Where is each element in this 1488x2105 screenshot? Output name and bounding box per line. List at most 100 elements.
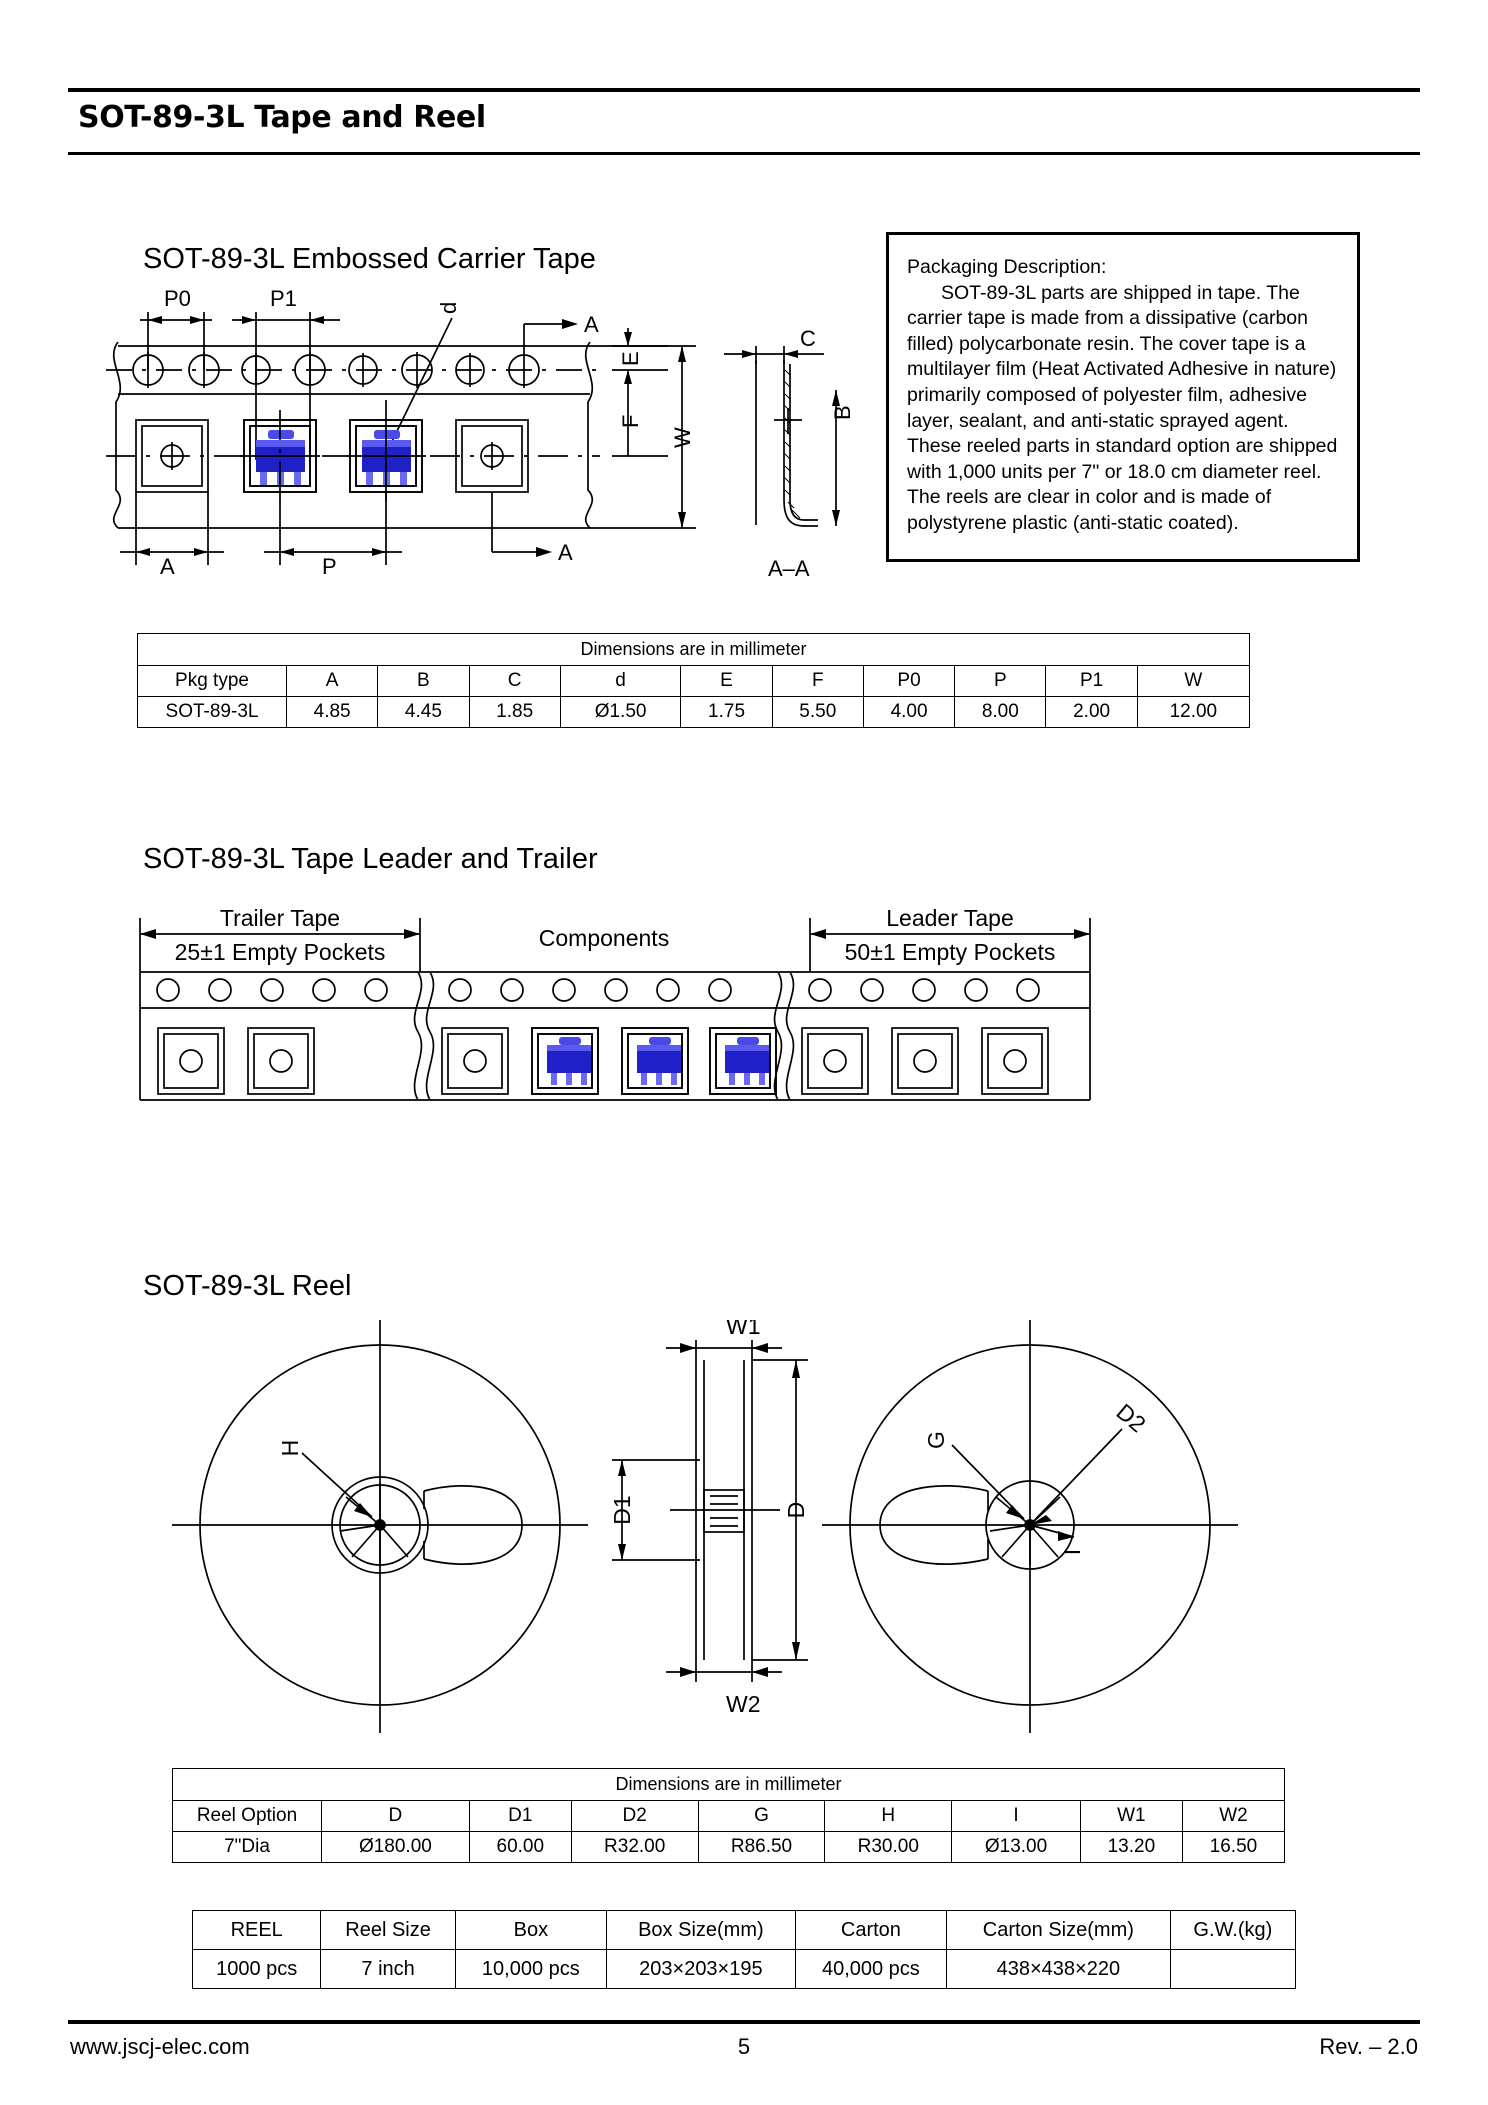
cell: 7 inch bbox=[320, 1949, 456, 1989]
tape-leader-trailer-drawing: Trailer Tape 25±1 Empty Pockets Componen… bbox=[130, 900, 1230, 1150]
label-w1: W1 bbox=[726, 1320, 761, 1339]
label-a-top: A bbox=[584, 312, 599, 337]
label-leader-pockets: 50±1 Empty Pockets bbox=[845, 939, 1056, 965]
col-header: I bbox=[951, 1800, 1081, 1832]
col-header: C bbox=[468, 665, 561, 697]
table-row: SOT-89-3L 4.85 4.45 1.85 Ø1.50 1.75 5.50… bbox=[137, 696, 1251, 728]
cell: 8.00 bbox=[954, 696, 1047, 728]
cell: 4.85 bbox=[285, 696, 379, 728]
col-header: P0 bbox=[862, 665, 956, 697]
label-p: P bbox=[322, 554, 337, 579]
table-title-row: Dimensions are in millimeter bbox=[172, 1768, 1285, 1801]
col-header: Carton Size(mm) bbox=[945, 1910, 1171, 1950]
label-f: F bbox=[618, 415, 643, 428]
cell: 1.85 bbox=[468, 696, 561, 728]
col-header: D bbox=[321, 1800, 470, 1832]
col-header: A bbox=[285, 665, 379, 697]
cell: 203×203×195 bbox=[605, 1949, 796, 1989]
cell: 2.00 bbox=[1045, 696, 1138, 728]
cell: 438×438×220 bbox=[945, 1949, 1171, 1989]
section-heading-carrier-tape: SOT-89-3L Embossed Carrier Tape bbox=[143, 243, 596, 275]
table-row: 1000 pcs 7 inch 10,000 pcs 203×203×195 4… bbox=[191, 1949, 1297, 1989]
table-header-row: Reel Option D D1 D2 G H I W1 W2 bbox=[172, 1800, 1286, 1832]
section-heading-leader-trailer: SOT-89-3L Tape Leader and Trailer bbox=[143, 843, 598, 875]
footer-revision: Rev. – 2.0 bbox=[1319, 2034, 1418, 2059]
cell: 40,000 pcs bbox=[794, 1949, 947, 1989]
section-heading-reel: SOT-89-3L Reel bbox=[143, 1270, 352, 1302]
label-trailer-pockets: 25±1 Empty Pockets bbox=[175, 939, 386, 965]
reel-drawing: W1 W2 D1 D H G D2 I bbox=[150, 1320, 1270, 1740]
label-d2: D2 bbox=[1112, 1398, 1151, 1437]
table-title: Dimensions are in millimeter bbox=[137, 633, 1250, 666]
cell: 16.50 bbox=[1181, 1831, 1286, 1863]
cell: 10,000 pcs bbox=[454, 1949, 607, 1989]
cell: 4.45 bbox=[377, 696, 470, 728]
table-title-row: Dimensions are in millimeter bbox=[137, 633, 1250, 666]
col-header: G bbox=[697, 1800, 826, 1832]
cell: R30.00 bbox=[824, 1831, 953, 1863]
cell: 13.20 bbox=[1079, 1831, 1183, 1863]
label-d: D bbox=[783, 1502, 809, 1519]
label-p0: P0 bbox=[164, 290, 191, 311]
cell: 1000 pcs bbox=[191, 1949, 322, 1989]
col-header: B bbox=[377, 665, 470, 697]
col-header: W2 bbox=[1181, 1800, 1286, 1832]
packaging-description-body: SOT-89-3L parts are shipped in tape. The… bbox=[907, 281, 1338, 534]
label-d1: D1 bbox=[609, 1495, 635, 1524]
cell: 60.00 bbox=[468, 1831, 572, 1863]
cell: 7"Dia bbox=[172, 1831, 322, 1863]
footer-rule bbox=[68, 2020, 1420, 2024]
header-rule-top bbox=[68, 88, 1420, 92]
col-header: D1 bbox=[468, 1800, 572, 1832]
label-h: H bbox=[277, 1440, 303, 1457]
label-b: B bbox=[830, 405, 855, 420]
cell: 1.75 bbox=[680, 696, 773, 728]
col-header: E bbox=[680, 665, 773, 697]
header-rule-bottom bbox=[68, 152, 1420, 155]
label-p1: P1 bbox=[270, 290, 297, 311]
col-header: D2 bbox=[570, 1800, 699, 1832]
cell: 4.00 bbox=[862, 696, 956, 728]
cell: Ø180.00 bbox=[321, 1831, 470, 1863]
table-header-row: REEL Reel Size Box Box Size(mm) Carton C… bbox=[191, 1910, 1297, 1950]
label-trailer-tape: Trailer Tape bbox=[220, 905, 340, 931]
col-header: d bbox=[559, 665, 682, 697]
col-header: Reel Size bbox=[320, 1910, 456, 1950]
label-a-left: A bbox=[160, 554, 175, 579]
footer-website[interactable]: www.jscj-elec.com bbox=[70, 2034, 250, 2059]
footer-page-number: 5 bbox=[737, 2034, 751, 2059]
label-a-bottom: A bbox=[558, 540, 573, 565]
page-title: SOT-89-3L Tape and Reel bbox=[78, 100, 486, 135]
col-header: F bbox=[771, 665, 864, 697]
packing-summary-table: REEL Reel Size Box Box Size(mm) Carton C… bbox=[191, 1910, 1297, 1989]
cell: 5.50 bbox=[771, 696, 864, 728]
label-w2: W2 bbox=[726, 1691, 761, 1717]
packaging-description-heading: Packaging Description: bbox=[907, 256, 1107, 278]
packaging-description-box: Packaging Description: SOT-89-3L parts a… bbox=[886, 232, 1360, 562]
col-header: Carton bbox=[794, 1910, 947, 1950]
cell: Ø1.50 bbox=[559, 696, 682, 728]
label-d: d bbox=[436, 302, 461, 314]
cell: R86.50 bbox=[697, 1831, 826, 1863]
cell: R32.00 bbox=[570, 1831, 699, 1863]
col-header: W bbox=[1136, 665, 1251, 697]
label-e: E bbox=[618, 351, 643, 366]
table-header-row: Pkg type A B C d E F P0 P P1 W bbox=[137, 665, 1251, 697]
cell: Ø13.00 bbox=[951, 1831, 1081, 1863]
cell: 12.00 bbox=[1136, 696, 1251, 728]
label-c: C bbox=[800, 326, 816, 351]
col-header: Reel Option bbox=[172, 1800, 322, 1832]
cell bbox=[1169, 1949, 1297, 1989]
col-header: H bbox=[824, 1800, 953, 1832]
component-blue-group bbox=[547, 1037, 769, 1085]
embossed-carrier-tape-drawing: P0 P1 d A A A P E F W C B A–A bbox=[100, 290, 890, 590]
label-components: Components bbox=[539, 925, 669, 951]
col-header: REEL bbox=[191, 1910, 322, 1950]
label-section-aa: A–A bbox=[768, 556, 810, 581]
label-w: W bbox=[670, 427, 695, 448]
reel-dimensions-table: Dimensions are in millimeter Reel Option… bbox=[172, 1768, 1286, 1863]
cell: SOT-89-3L bbox=[137, 696, 287, 728]
col-header: Pkg type bbox=[137, 665, 287, 697]
table-row: 7"Dia Ø180.00 60.00 R32.00 R86.50 R30.00… bbox=[172, 1831, 1286, 1863]
